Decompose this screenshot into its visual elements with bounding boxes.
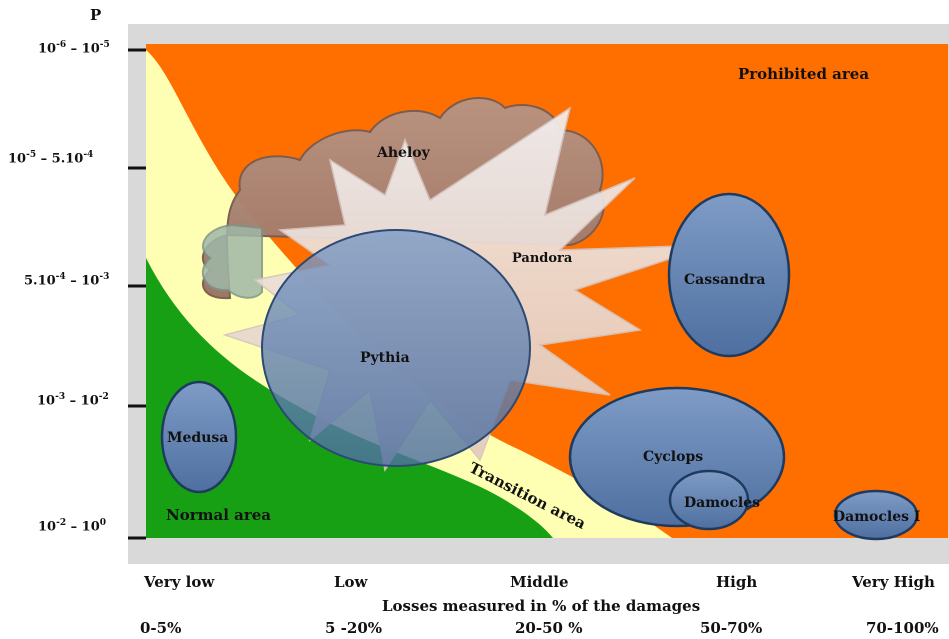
damocles-ellipse — [668, 469, 750, 531]
pct-label-5: 70-100% — [866, 619, 939, 637]
x-label-high: High — [716, 573, 758, 591]
aheloy-cloud-left-lobes — [201, 223, 263, 299]
damocles-label: Damocles — [684, 495, 760, 511]
pythia-ellipse — [261, 229, 531, 467]
y-label-2: 10-5 – 5.10-4 — [8, 150, 94, 167]
x-label-very-high: Very High — [852, 573, 935, 591]
normal-area — [146, 258, 553, 538]
cassandra-label: Cassandra — [684, 272, 765, 288]
pct-label-3: 20-50 % — [515, 619, 583, 637]
y-label-4: 10-3 – 10-2 — [37, 392, 109, 409]
y-label-5: 10-2 – 100 — [38, 518, 107, 535]
damocles-i-ellipse — [833, 489, 919, 541]
x-axis-title: Losses measured in % of the damages — [382, 597, 701, 615]
pct-label-2: 5 -20% — [325, 619, 383, 637]
pandora-label: Pandora — [512, 251, 573, 266]
pct-label-1: 0-5% — [140, 619, 182, 637]
cassandra-ellipse — [667, 192, 791, 358]
y-axis-ticks — [128, 48, 146, 540]
normal-area-label: Normal area — [166, 506, 271, 524]
x-label-low: Low — [334, 573, 368, 591]
prohibited-area-label: Prohibited area — [738, 65, 869, 83]
y-label-1: 10-6 – 10-5 — [38, 40, 110, 57]
x-label-middle: Middle — [510, 573, 569, 591]
aheloy-label: Aheloy — [376, 145, 431, 161]
y-axis-title: P — [90, 6, 102, 24]
damocles-i-label: Damocles I — [833, 509, 920, 525]
medusa-label: Medusa — [167, 430, 228, 446]
pct-label-4: 50-70% — [700, 619, 763, 637]
cyclops-label: Cyclops — [643, 449, 703, 465]
pythia-label: Pythia — [360, 350, 410, 366]
medusa-ellipse — [160, 380, 238, 494]
y-label-3: 5.10-4 – 10-3 — [24, 272, 110, 289]
x-label-very-low: Very low — [144, 573, 215, 591]
